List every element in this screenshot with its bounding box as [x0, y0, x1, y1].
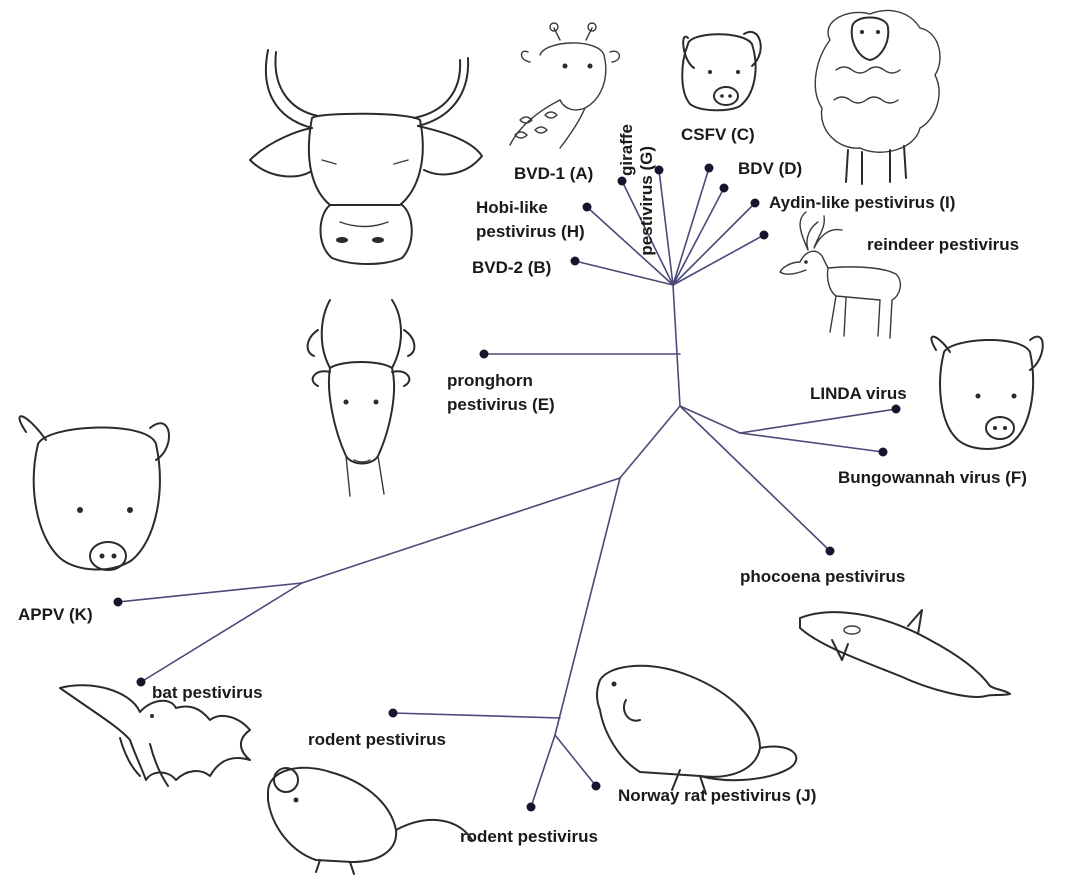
pig-illustration-appv: [19, 416, 169, 570]
label-rodent2: rodent pestivirus: [460, 827, 598, 846]
leaf-labels: BVD-1 (A) giraffe pestivirus (G) CSFV (C…: [18, 124, 1027, 846]
giraffe-illustration: [510, 23, 619, 148]
label-norway: Norway rat pestivirus (J): [618, 786, 816, 805]
tip-rodent1: [389, 709, 398, 718]
tip-pronghorn: [480, 350, 489, 359]
label-reindeer: reindeer pestivirus: [867, 235, 1019, 254]
tip-reindeer: [760, 231, 769, 240]
tip-phocoena: [826, 547, 835, 556]
label-csfv: CSFV (C): [681, 125, 755, 144]
label-rodent1: rodent pestivirus: [308, 730, 446, 749]
label-giraffe-line2: pestivirus (G): [637, 146, 656, 256]
label-pronghorn-line1: pronghorn: [447, 371, 533, 390]
label-pronghorn-line2: pestivirus (E): [447, 395, 555, 414]
tip-hobi: [583, 203, 592, 212]
pig-illustration-csfv: [682, 32, 760, 110]
label-hobi-line1: Hobi-like: [476, 198, 548, 217]
label-appv: APPV (K): [18, 605, 93, 624]
tip-bdv: [720, 184, 729, 193]
rat-illustration: [597, 666, 796, 794]
label-linda: LINDA virus: [810, 384, 907, 403]
porpoise-illustration: [800, 610, 1010, 697]
sheep-illustration: [815, 10, 940, 184]
cow-illustration: [250, 50, 482, 264]
label-phocoena: phocoena pestivirus: [740, 567, 905, 586]
tip-bat: [137, 678, 146, 687]
tip-bvd1: [618, 177, 627, 186]
tip-bungowannah: [879, 448, 888, 457]
tip-norway: [592, 782, 601, 791]
label-aydin: Aydin-like pestivirus (I): [769, 193, 955, 212]
tip-csfv: [705, 164, 714, 173]
label-bvd2: BVD-2 (B): [472, 258, 551, 277]
tip-bvd2: [571, 257, 580, 266]
reindeer-illustration: [780, 212, 900, 338]
tip-rodent2: [527, 803, 536, 812]
tip-linda: [892, 405, 901, 414]
tip-appv: [114, 598, 123, 607]
mouse-illustration: [268, 768, 472, 874]
label-bungowannah: Bungowannah virus (F): [838, 468, 1027, 487]
tip-aydin: [751, 199, 760, 208]
label-bvd1: BVD-1 (A): [514, 164, 593, 183]
label-bdv: BDV (D): [738, 159, 802, 178]
pronghorn-illustration: [308, 300, 415, 496]
pig-illustration-linda: [931, 337, 1042, 449]
label-hobi-line2: pestivirus (H): [476, 222, 585, 241]
label-giraffe-line1: giraffe: [617, 124, 636, 176]
label-bat: bat pestivirus: [152, 683, 263, 702]
